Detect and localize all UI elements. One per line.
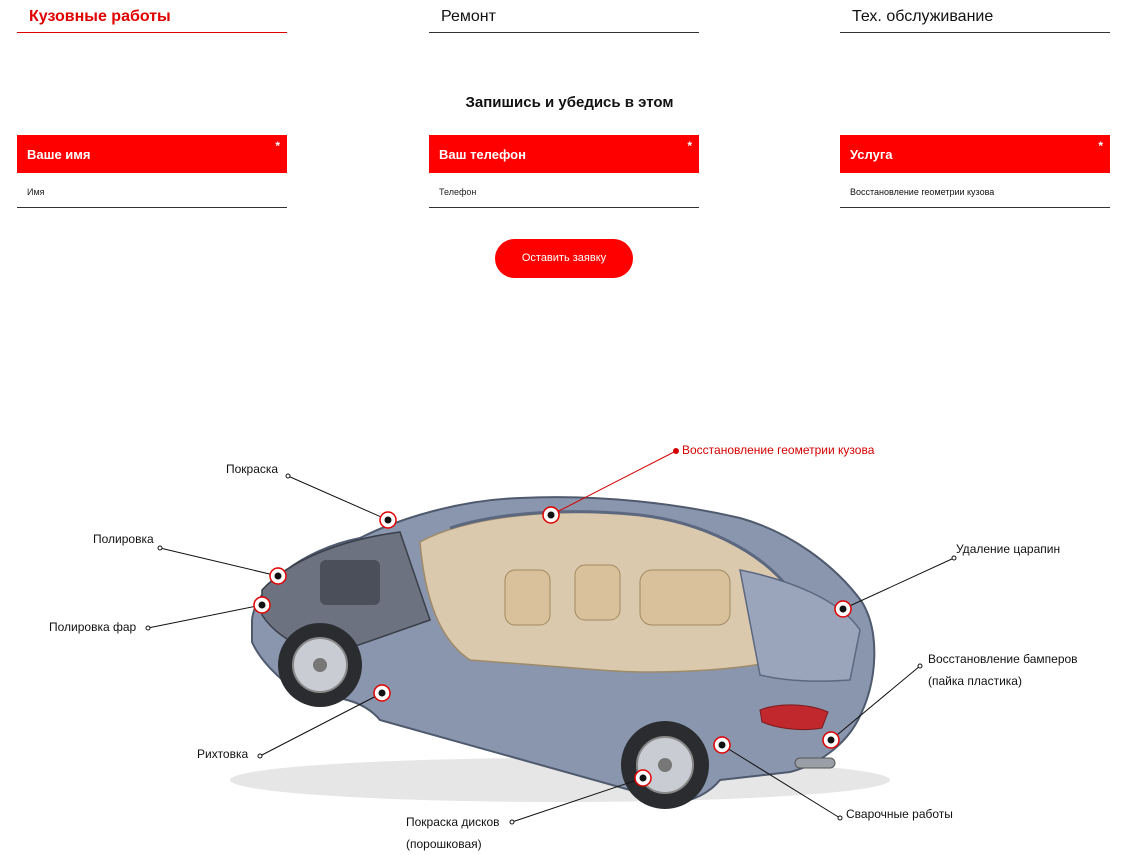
label-bumper-restore-sub: (пайка пластика): [928, 674, 1022, 688]
hotspot-headlight-polish[interactable]: [253, 596, 271, 614]
car-illustration: [145, 448, 957, 825]
label-headlight-polish[interactable]: Полировка фар: [49, 620, 137, 634]
service-input[interactable]: [840, 173, 1110, 208]
service-field-label: Услуга: [850, 147, 893, 162]
required-mark: *: [687, 139, 692, 153]
name-field-header: Ваше имя *: [17, 135, 287, 173]
car-services-diagram: Восстановление геометрии кузова Покраска…: [0, 420, 1139, 855]
label-straightening[interactable]: Рихтовка: [197, 747, 249, 761]
hotspot-wheel-paint[interactable]: [634, 769, 652, 787]
required-mark: *: [275, 139, 280, 153]
label-wheel-paint-sub: (порошковая): [406, 837, 482, 851]
phone-field-label: Ваш телефон: [439, 147, 526, 162]
tab-repair[interactable]: Ремонт: [429, 0, 699, 33]
required-mark: *: [1098, 139, 1103, 153]
hotspot-geometry[interactable]: [542, 506, 560, 524]
form-title: Запишись и убедись в этом: [465, 94, 674, 111]
hotspot-scratch-removal[interactable]: [834, 600, 852, 618]
label-wheel-paint[interactable]: Покраска дисков: [406, 815, 500, 829]
label-scratch-removal[interactable]: Удаление царапин: [956, 542, 1061, 556]
tab-body-work[interactable]: Кузовные работы: [17, 0, 287, 33]
hotspot-paint[interactable]: [379, 511, 397, 529]
service-field-header: Услуга *: [840, 135, 1110, 173]
label-polish[interactable]: Полировка: [93, 532, 154, 546]
hotspot-straightening[interactable]: [373, 684, 391, 702]
phone-field-header: Ваш телефон *: [429, 135, 699, 173]
label-bumper-restore[interactable]: Восстановление бамперов: [928, 652, 1078, 666]
tab-label: Кузовные работы: [29, 8, 171, 25]
name-field-label: Ваше имя: [27, 147, 91, 162]
tab-label: Ремонт: [441, 8, 496, 25]
service-field-group: Услуга *: [840, 135, 1110, 208]
label-paint[interactable]: Покраска: [226, 462, 279, 476]
label-geometry[interactable]: Восстановление геометрии кузова: [682, 443, 875, 457]
tab-label: Тех. обслуживание: [852, 8, 994, 25]
name-input[interactable]: [17, 173, 287, 208]
hotspot-polish[interactable]: [269, 567, 287, 585]
hotspot-welding[interactable]: [713, 736, 731, 754]
tab-maintenance[interactable]: Тех. обслуживание: [840, 0, 1110, 33]
label-welding[interactable]: Сварочные работы: [846, 807, 953, 821]
phone-field-group: Ваш телефон *: [429, 135, 699, 208]
submit-request-button[interactable]: Оставить заявку: [495, 239, 633, 278]
hotspot-bumper-restore[interactable]: [822, 731, 840, 749]
phone-input[interactable]: [429, 173, 699, 208]
name-field-group: Ваше имя *: [17, 135, 287, 208]
